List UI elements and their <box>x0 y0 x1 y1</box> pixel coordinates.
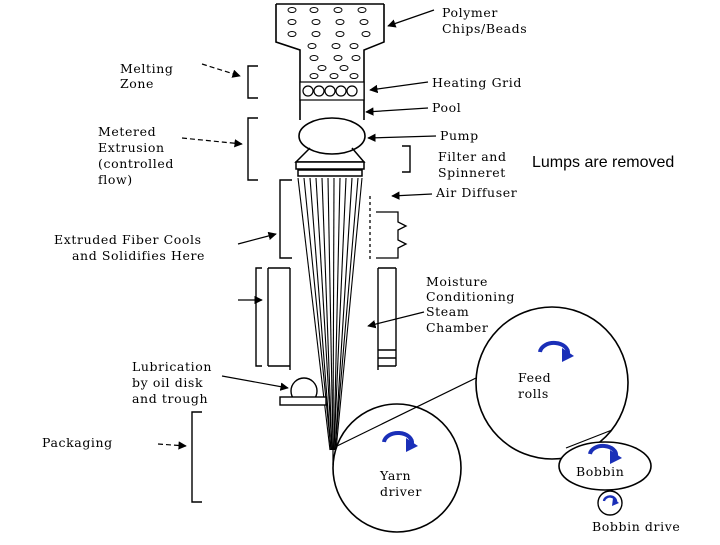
label-yarn-driver: Yarn driver <box>379 468 422 499</box>
label-bobbin: Bobbin <box>576 464 624 479</box>
rotation-arrow-icon <box>562 348 574 362</box>
rotation-arrow-icon <box>406 438 418 452</box>
fiber-filaments <box>297 177 363 451</box>
label-feed-rolls: Feed rolls <box>518 370 556 401</box>
rotation-arrow-icon <box>588 444 619 457</box>
heating-grid <box>299 81 365 101</box>
left-brackets <box>191 65 292 503</box>
hopper <box>275 3 385 112</box>
lubrication-disk <box>279 377 327 406</box>
leader-arrows <box>157 9 437 450</box>
label-bobbin-drive: Bobbin drive <box>592 519 680 534</box>
rotation-arrow-icon <box>612 498 619 506</box>
steam-chamber <box>267 267 397 370</box>
air-diffuser-side <box>369 196 408 262</box>
bobbin <box>558 441 652 491</box>
label-moisture-chamber: Moisture Conditioning Steam Chamber <box>426 274 520 335</box>
rotation-arrow-icon <box>382 430 415 445</box>
feed-roll <box>475 306 629 460</box>
label-air-diffuser: Air Diffuser <box>435 185 517 200</box>
label-lubrication: Lubrication by oil disk and trough <box>132 359 217 406</box>
pump <box>298 112 366 155</box>
label-polymer: Polymer Chips/Beads <box>442 5 527 36</box>
label-melting-zone: Melting Zone <box>120 61 178 91</box>
label-heating-grid: Heating Grid <box>432 75 522 90</box>
label-filter-spinneret: Filter and Spinneret <box>438 149 511 180</box>
label-pump: Pump <box>440 128 479 143</box>
right-bracket-filter <box>402 145 411 173</box>
polymer-beads <box>287 7 371 79</box>
spinneret <box>294 147 366 177</box>
label-metered-extrusion: Metered Extrusion (controlled flow) <box>98 124 179 187</box>
bobbin-drive <box>597 490 623 516</box>
rotation-arrow-icon <box>610 450 622 464</box>
yarn-path <box>332 377 613 465</box>
yarn-driver <box>332 403 462 533</box>
callout-lumps-removed: Lumps are removed <box>532 154 675 171</box>
label-pool: Pool <box>432 100 461 115</box>
label-fiber-cools: Extruded Fiber Cools and Solidifies Here <box>54 232 206 263</box>
label-packaging: Packaging <box>42 435 113 450</box>
rotation-arrow-icon <box>538 340 571 355</box>
